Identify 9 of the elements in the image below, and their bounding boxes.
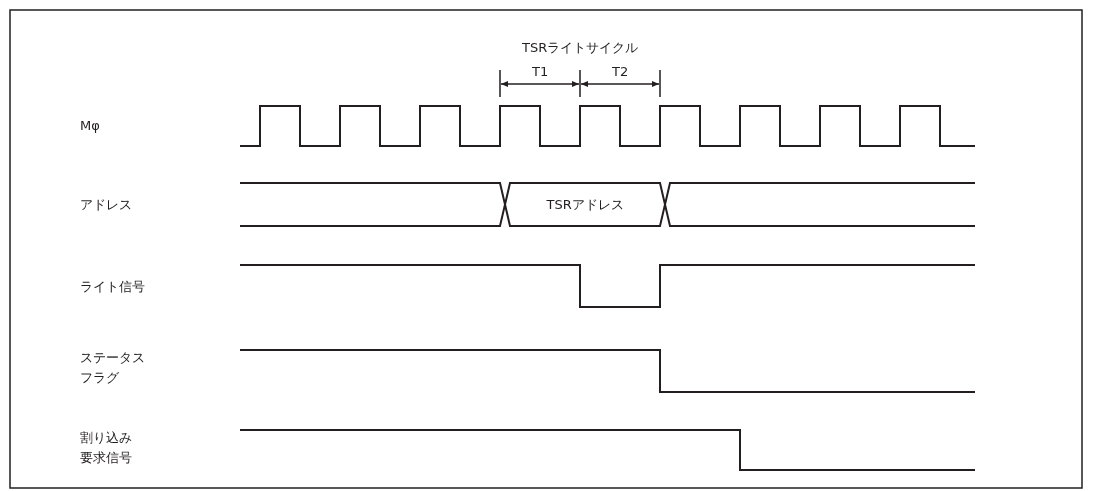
cycle-label: TSRライトサイクル (522, 39, 639, 57)
signal-label: アドレス (80, 196, 132, 214)
signal-label: ステータスフラグ (80, 349, 146, 387)
signal-label: 割り込み要求信号 (80, 429, 133, 467)
signal-label: Mφ (80, 117, 100, 135)
period-label: T1 (532, 63, 549, 81)
bus-value-label: TSRアドレス (546, 196, 624, 214)
period-label: T2 (612, 63, 629, 81)
signal-label: ライト信号 (80, 278, 145, 296)
